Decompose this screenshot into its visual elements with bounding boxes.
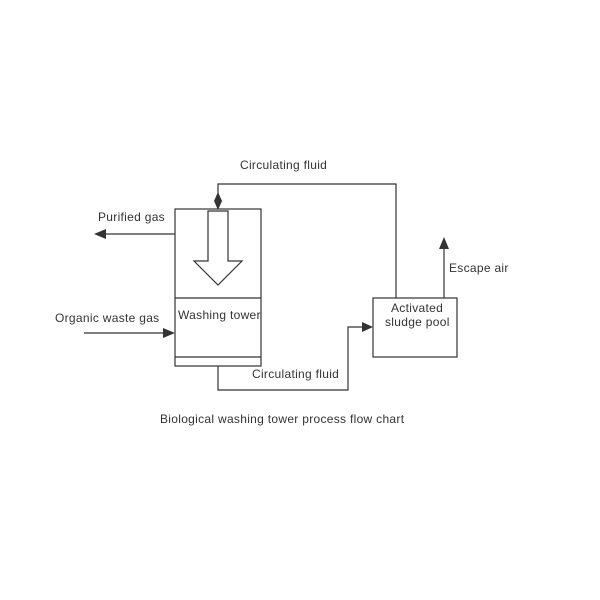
label-sludge-pool-line1: Activated bbox=[391, 301, 443, 315]
arrow-right-to-pool-icon bbox=[362, 322, 373, 332]
arrow-right-waste-gas-icon bbox=[163, 328, 175, 338]
arrow-up-escape-air-icon bbox=[439, 237, 449, 249]
label-circulating-fluid-bottom: Circulating fluid bbox=[252, 367, 339, 381]
circulating-fluid-top-line bbox=[217, 183, 397, 298]
diagram-caption: Biological washing tower process flow ch… bbox=[160, 412, 405, 426]
label-sludge-pool-line2: sludge pool bbox=[385, 315, 450, 329]
label-organic-waste-gas: Organic waste gas bbox=[55, 311, 159, 325]
label-purified-gas: Purified gas bbox=[98, 210, 165, 224]
circulating-fluid-bottom-line bbox=[217, 326, 364, 391]
inflow-diamond-icon bbox=[214, 192, 222, 210]
label-escape-air: Escape air bbox=[449, 261, 509, 275]
label-washing-tower: Washing tower bbox=[178, 308, 261, 322]
sludge-pool-box bbox=[372, 297, 458, 358]
spray-down-arrow-icon bbox=[192, 210, 244, 286]
label-circulating-fluid-top: Circulating fluid bbox=[240, 158, 327, 172]
arrow-left-purified-gas-icon bbox=[94, 229, 106, 239]
